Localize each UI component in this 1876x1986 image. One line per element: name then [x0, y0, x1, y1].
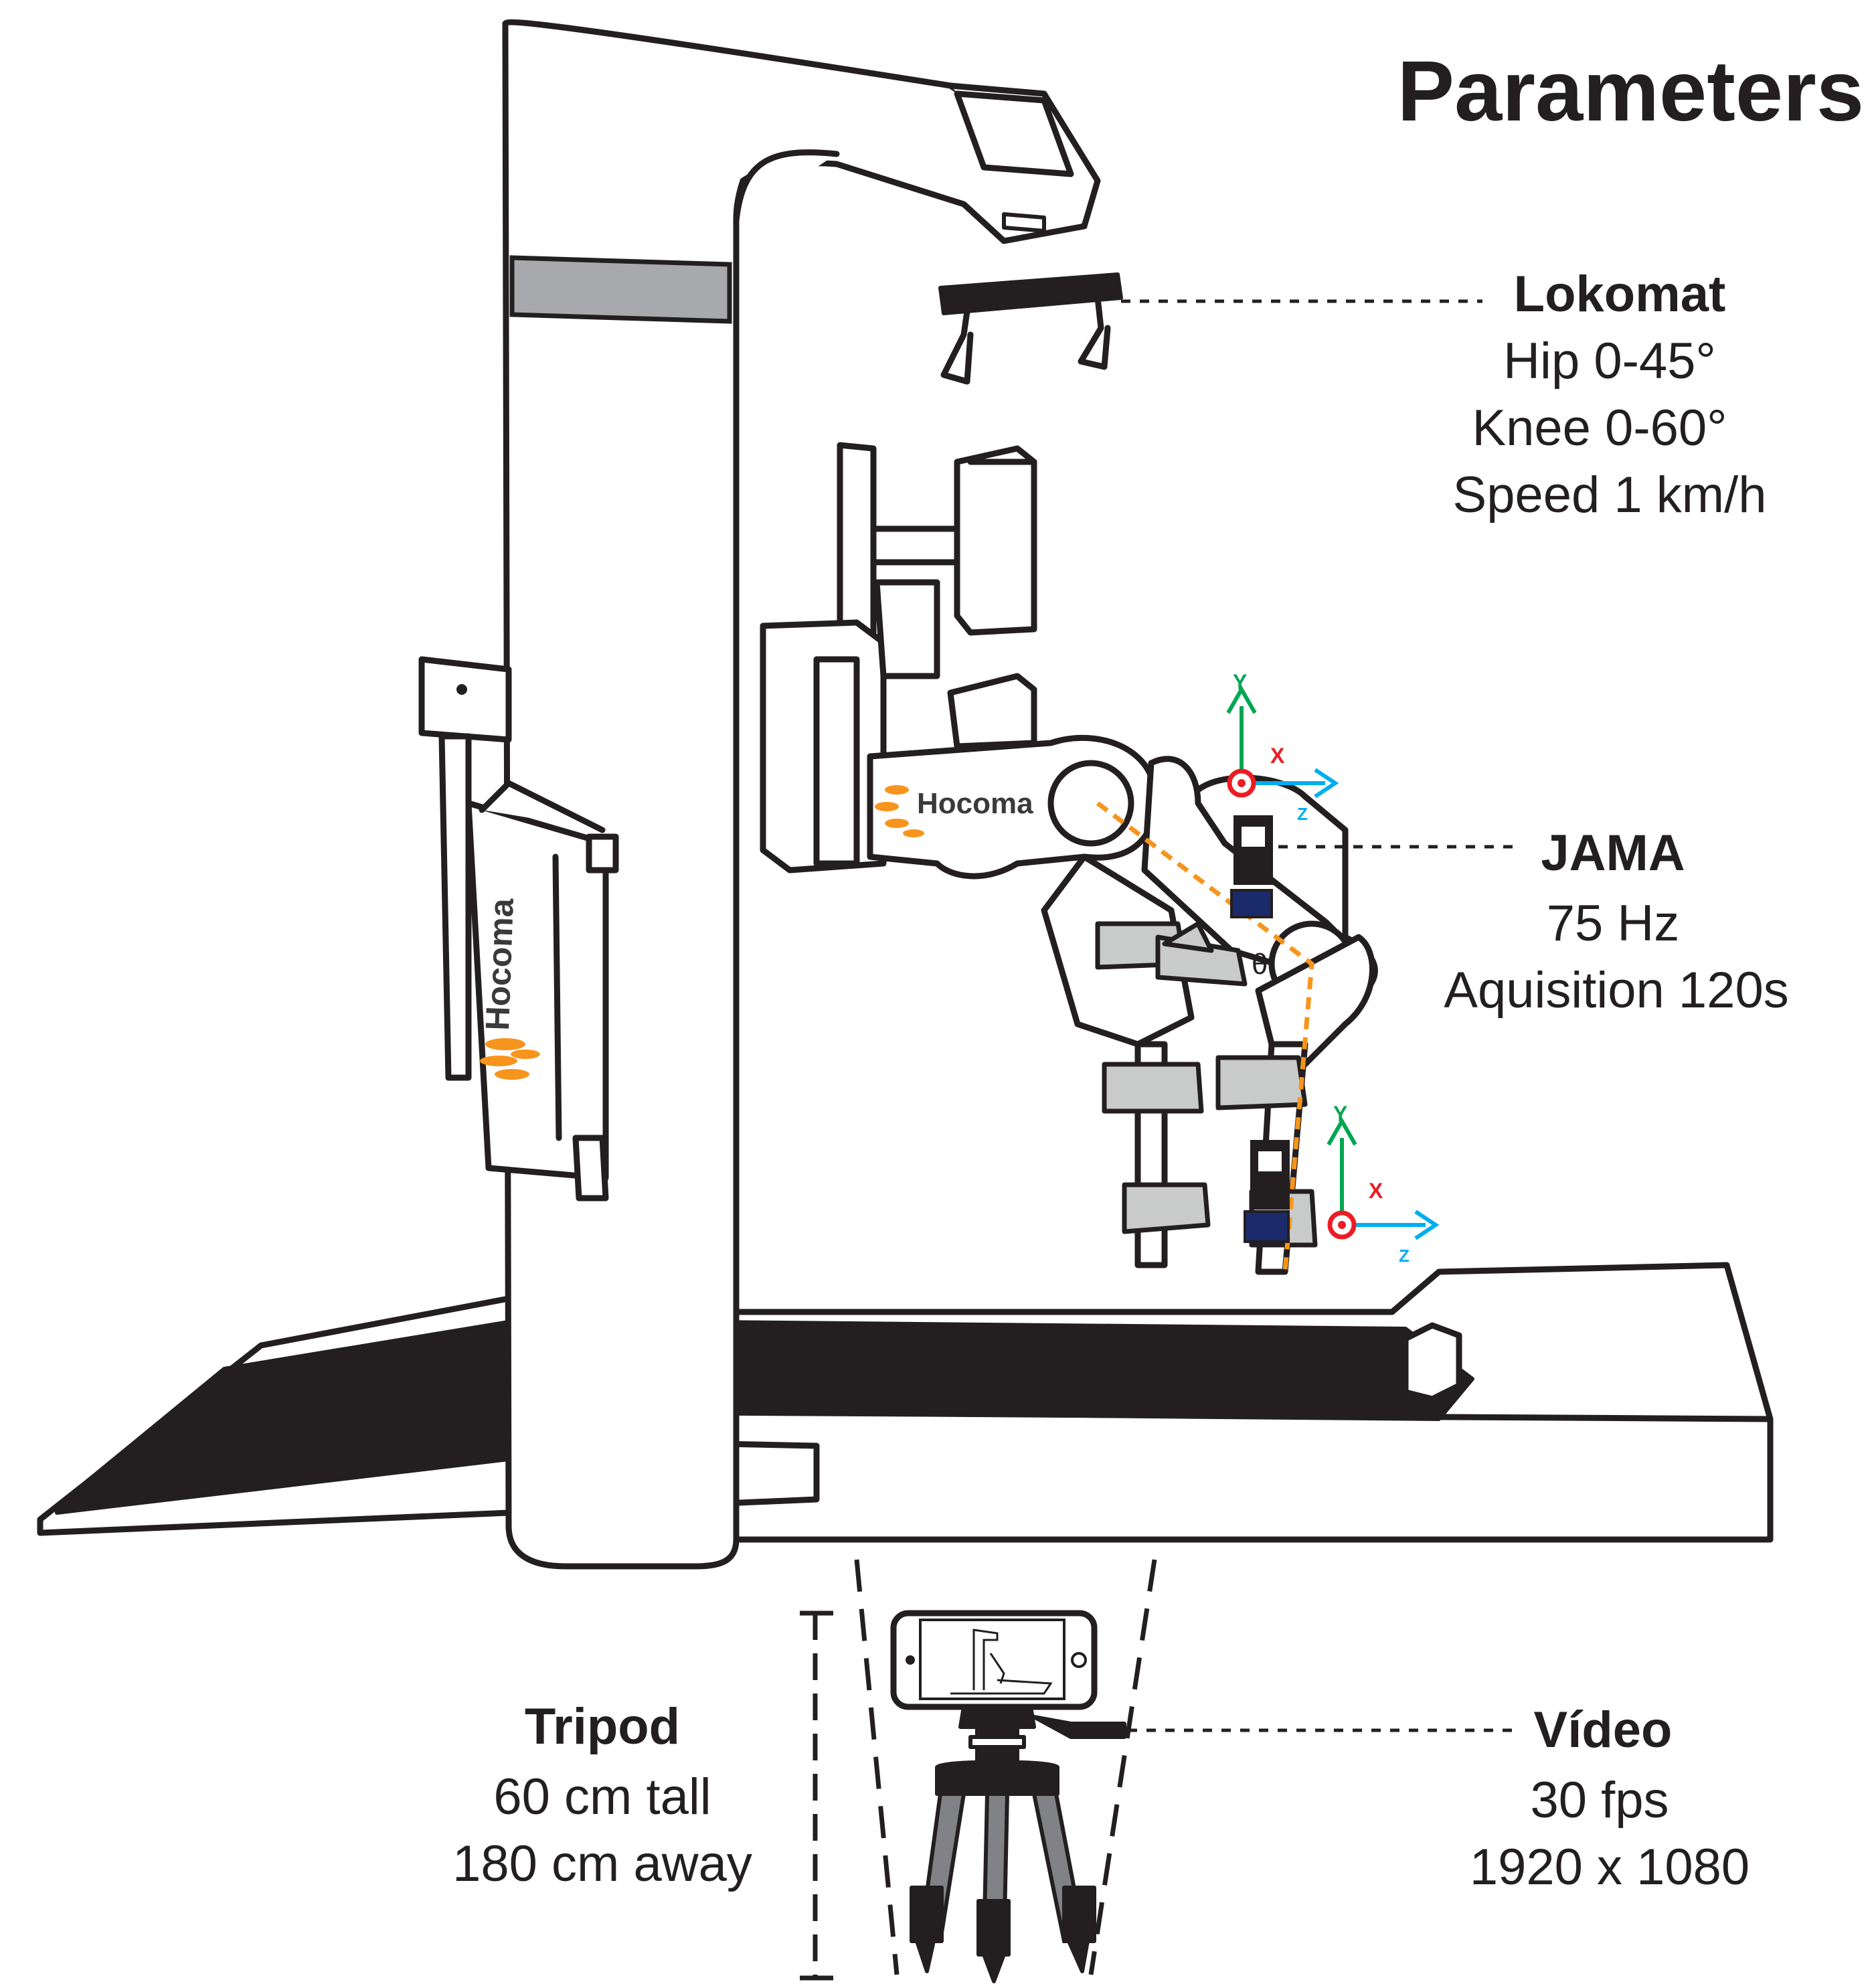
- axis-x-label: X: [1270, 744, 1285, 768]
- lokomat-heading: Lokomat: [1514, 266, 1726, 323]
- jama-acquisition: Aquisition 120s: [1444, 962, 1788, 1019]
- video-parameters: Vídeo 30 fps 1920 x 1080: [1470, 1702, 1750, 1896]
- tripod-parameters: Tripod 60 cm tall 180 cm away: [452, 1698, 752, 1892]
- column-band: [509, 255, 732, 324]
- sensor-upper: [1230, 815, 1273, 918]
- axes-lower: Y X Z: [1327, 1102, 1440, 1266]
- axis-y-label-lower: Y: [1333, 1102, 1347, 1126]
- axes-upper: Y X Z: [1226, 670, 1339, 824]
- tripod-height: 60 cm tall: [493, 1768, 711, 1825]
- height-dimension: [800, 1610, 833, 1981]
- hip-logo-text: Hocoma: [917, 787, 1033, 820]
- jama-rate: 75 Hz: [1547, 895, 1680, 952]
- lokomat-speed: Speed 1 km/h: [1453, 467, 1767, 523]
- jama-parameters: JAMA 75 Hz Aquisition 120s: [1444, 825, 1788, 1019]
- hip-logo-swirl-icon: [875, 785, 924, 837]
- video-heading: Vídeo: [1534, 1702, 1673, 1758]
- orthosis-center-line: [1096, 801, 1314, 1272]
- tripod-with-phone: [890, 1610, 1126, 1983]
- video-resolution: 1920 x 1080: [1470, 1839, 1750, 1896]
- lokomat-knee: Knee 0-60°: [1472, 400, 1727, 457]
- rear-logo-text: Hocoma: [479, 897, 521, 1031]
- orthosis-mount: [760, 442, 1037, 874]
- knee-angle-label: θ: [1252, 948, 1268, 981]
- tripod-distance: 180 cm away: [452, 1835, 752, 1892]
- camera-view-cone: [854, 1559, 1157, 1975]
- treadmill-belt: [707, 1320, 1474, 1421]
- treadmill: [37, 1262, 1774, 1543]
- lokomat-parameters: Lokomat Hip 0-45° Knee 0-60° Speed 1 km/…: [1453, 266, 1767, 523]
- rear-unit: Hocoma: [418, 656, 619, 1202]
- axis-z-label-lower: Z: [1399, 1246, 1410, 1266]
- lokomat-frame: [502, 19, 1123, 1570]
- axis-x-label-lower: X: [1369, 1179, 1383, 1203]
- jama-heading: JAMA: [1541, 825, 1685, 882]
- sensor-lower: [1244, 1140, 1290, 1243]
- rear-logo-swirl-icon: [480, 1038, 540, 1080]
- lokomat-hip: Hip 0-45°: [1503, 333, 1716, 390]
- tripod-heading: Tripod: [525, 1698, 680, 1755]
- phone-preview-icon: [950, 1629, 1053, 1695]
- axis-z-label: Z: [1297, 804, 1308, 824]
- axis-y-label: Y: [1233, 670, 1247, 694]
- page-title: Parameters: [1397, 44, 1864, 139]
- video-fps: 30 fps: [1530, 1772, 1669, 1829]
- harness-bar: [938, 272, 1123, 315]
